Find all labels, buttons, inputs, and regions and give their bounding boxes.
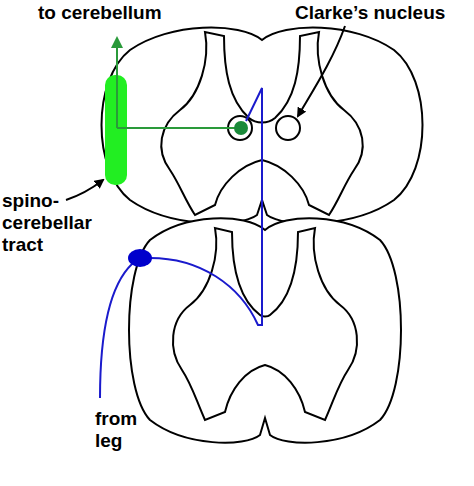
clarkes-nucleus (276, 116, 300, 140)
sensory-axon (150, 88, 262, 325)
sensory-axon (100, 264, 132, 398)
cord-outline (129, 218, 401, 442)
gray-matter (173, 228, 357, 420)
ganglion-cell (128, 249, 152, 267)
leader-arrow (298, 26, 345, 116)
ascending-arrow (116, 38, 118, 128)
leader-arrow (66, 180, 103, 200)
tract-axon (117, 127, 236, 129)
clarke-neuron (234, 121, 248, 135)
text-label: to cerebellum (38, 2, 208, 24)
text-label: Clarke’s nucleus (295, 2, 474, 24)
text-label: spino- cerebellar tract (2, 190, 102, 256)
text-label: from leg (95, 408, 147, 452)
